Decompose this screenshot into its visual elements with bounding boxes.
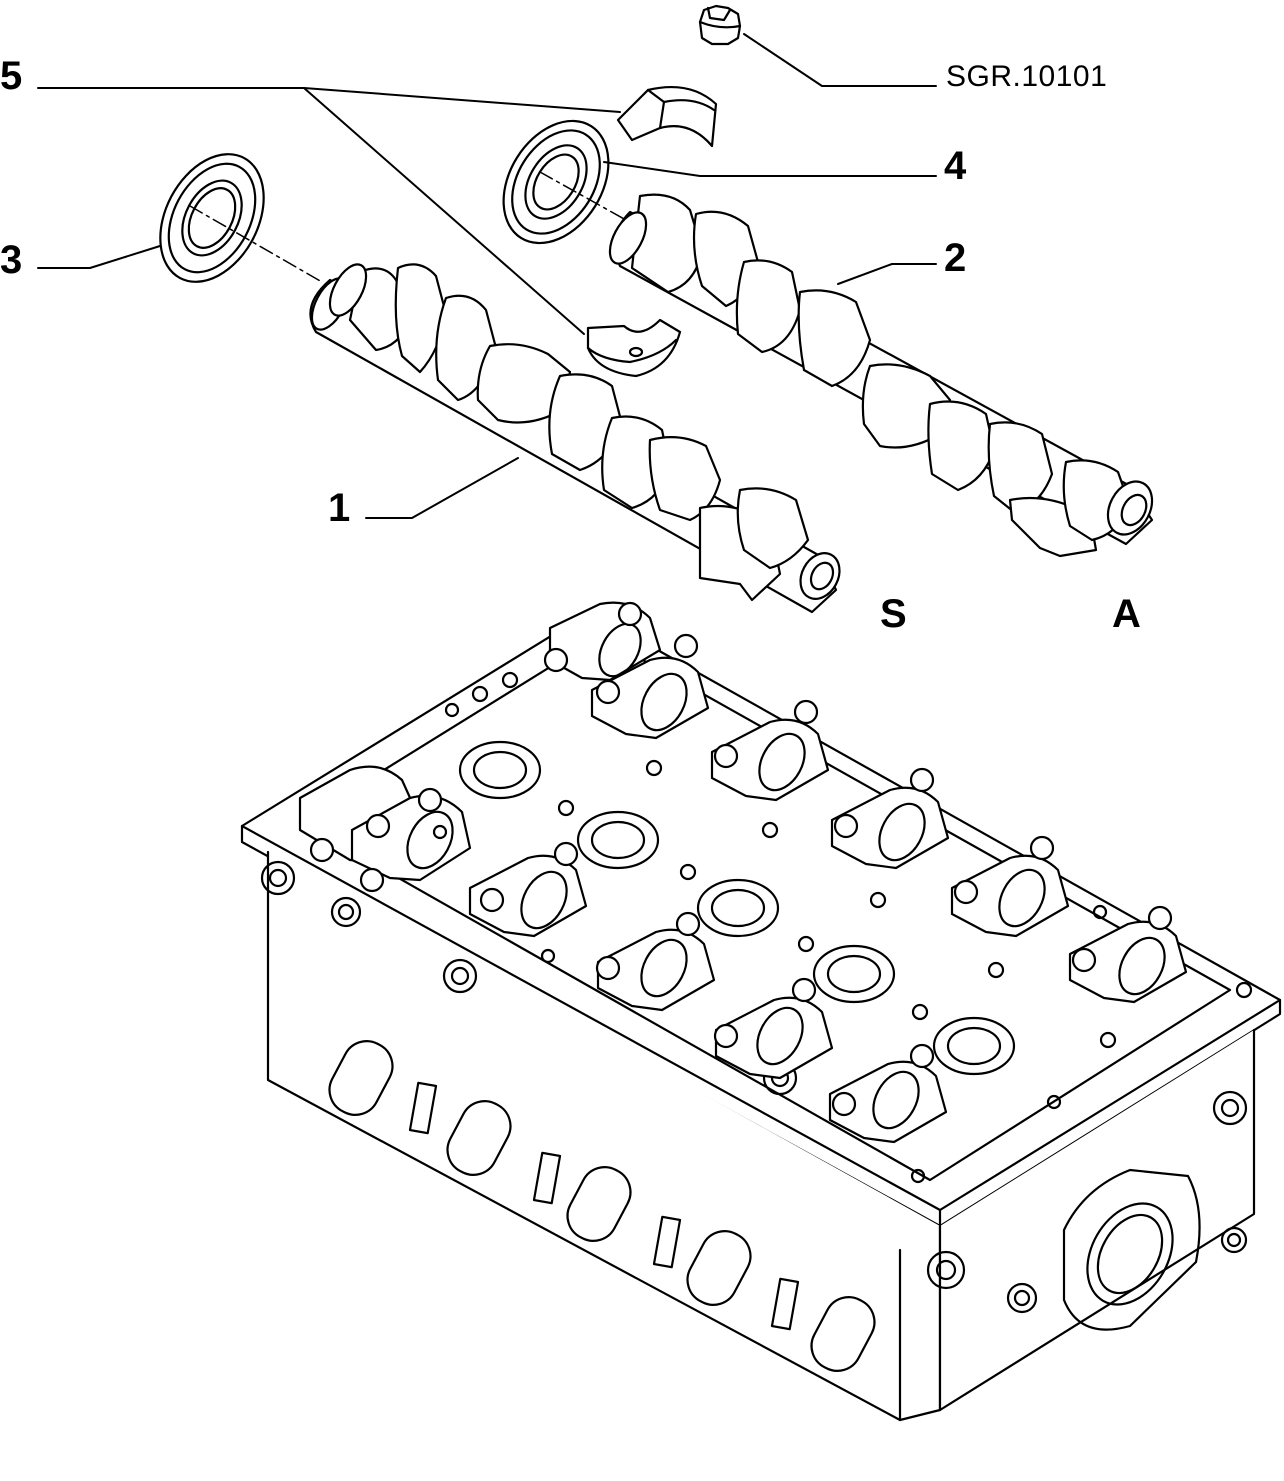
cap-bores bbox=[406, 622, 1166, 1130]
callout-label-2: 2 bbox=[944, 236, 967, 280]
exhaust-side-label: A bbox=[1112, 592, 1141, 636]
callout-label-1: 1 bbox=[328, 486, 351, 530]
leader-lines bbox=[37, 33, 937, 519]
reference-code: SGR.10101 bbox=[946, 60, 1108, 93]
axis-lines bbox=[189, 171, 627, 283]
cylinder-head bbox=[240, 601, 1282, 1422]
camshaft-exhaust bbox=[608, 193, 1154, 558]
plug-wells bbox=[458, 740, 1016, 1076]
callout-label-3: 3 bbox=[0, 238, 23, 282]
cap-nut-part bbox=[698, 4, 742, 46]
intake-side-label: S bbox=[880, 592, 907, 636]
callout-label-5: 5 bbox=[0, 54, 23, 98]
oil-seal-right bbox=[502, 119, 610, 245]
oil-seal-left bbox=[159, 153, 265, 283]
deck-holes bbox=[432, 671, 1253, 1184]
end-flange bbox=[1062, 1168, 1201, 1331]
camshaft-intake bbox=[309, 263, 841, 614]
callout-label-4: 4 bbox=[944, 144, 967, 188]
intake-ports bbox=[328, 1040, 876, 1372]
bearing-shell-lower bbox=[586, 318, 682, 378]
bearing-shell-upper bbox=[616, 86, 718, 148]
cap-bolts bbox=[309, 601, 1173, 1117]
